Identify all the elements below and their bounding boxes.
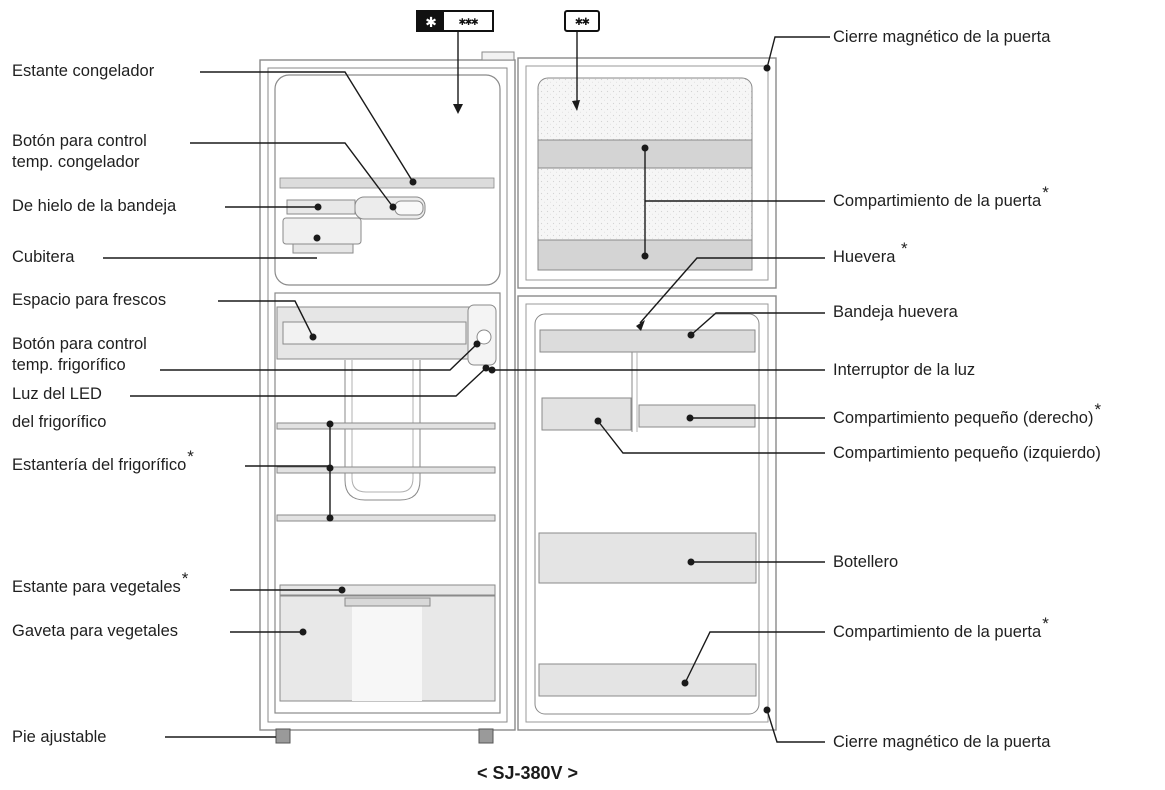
freezer-compartment [274, 74, 501, 286]
label-door-pocket-top-text: Compartimiento de la puerta [833, 192, 1042, 210]
label-light-switch: Interruptor de la luz [833, 361, 976, 379]
label-fridge-control-line1: Botón para control [12, 335, 147, 353]
asterisk-door-pocket-top: * [1042, 182, 1049, 202]
label-small-compartment-left: Compartimiento pequeño (izquierdo) [833, 444, 1101, 462]
label-bottle-holder: Botellero [833, 553, 899, 571]
door-stars: ✱✱ [575, 13, 590, 29]
label-led-line1: Luz del LED [12, 385, 102, 403]
arrows [453, 30, 645, 331]
leader-lines [103, 30, 830, 743]
snowflake-star-icon: ✱ [418, 11, 444, 32]
label-egg-tray: Bandeja huevera [833, 303, 958, 321]
fridge-compartment [274, 292, 501, 714]
label-fridge-shelf-text: Estantería del frigorífico [12, 456, 187, 474]
anchor-dots [299, 64, 771, 714]
label-adjustable-foot: Pie ajustable [12, 728, 107, 746]
asterisk-small-right: * [1094, 399, 1102, 419]
label-fridge-shelf: Estantería del frigorífico* [12, 448, 194, 476]
label-freezer-shelf: Estante congelador [12, 62, 155, 80]
label-magnet-top: Cierre magnético de la puerta [833, 28, 1051, 46]
label-freezer-control-line2: temp. congelador [12, 153, 140, 171]
label-led-line2: del frigorífico [12, 413, 107, 431]
asterisk-veg-shelf: * [181, 568, 189, 588]
model-caption: < SJ-380V > [476, 763, 579, 783]
label-egg-holder-text: Huevera [833, 248, 896, 266]
adjustable-feet [275, 728, 494, 744]
label-fresh-space: Espacio para frescos [12, 291, 167, 309]
asterisk-egg-holder: * [900, 238, 908, 258]
label-veg-shelf: Estante para vegetales* [12, 570, 188, 598]
asterisk-fridge-shelf: * [187, 446, 194, 466]
label-egg-holder: Huevera * [833, 240, 908, 268]
label-door-pocket-top: Compartimiento de la puerta* [833, 184, 1049, 212]
cabinet [259, 51, 516, 731]
label-door-pocket-bottom: Compartimiento de la puerta* [833, 615, 1049, 643]
freezer-stars: ✱✱✱ [458, 14, 479, 28]
asterisk-door-pocket-bottom: * [1042, 613, 1049, 633]
label-ice-tray: De hielo de la bandeja [12, 197, 177, 215]
label-freezer-control-line1: Botón para control [12, 132, 147, 150]
label-small-compartment-right: Compartimiento pequeño (derecho)* [833, 401, 1101, 429]
door-star-rating-badge: ✱✱ [564, 10, 600, 32]
label-small-right-text: Compartimiento pequeño (derecho) [833, 409, 1094, 427]
label-fridge-control-line2: temp. frigorífico [12, 356, 126, 374]
freezer-star-rating-badge: ✱ ✱✱✱ [416, 10, 494, 32]
label-veg-shelf-text: Estante para vegetales [12, 578, 181, 596]
label-ice-box: Cubitera [12, 248, 75, 266]
label-door-pocket-bottom-text: Compartimiento de la puerta [833, 623, 1042, 641]
label-veg-drawer: Gaveta para vegetales [12, 622, 179, 640]
fridge-door [517, 295, 777, 731]
label-magnet-bottom: Cierre magnético de la puerta [833, 733, 1051, 751]
